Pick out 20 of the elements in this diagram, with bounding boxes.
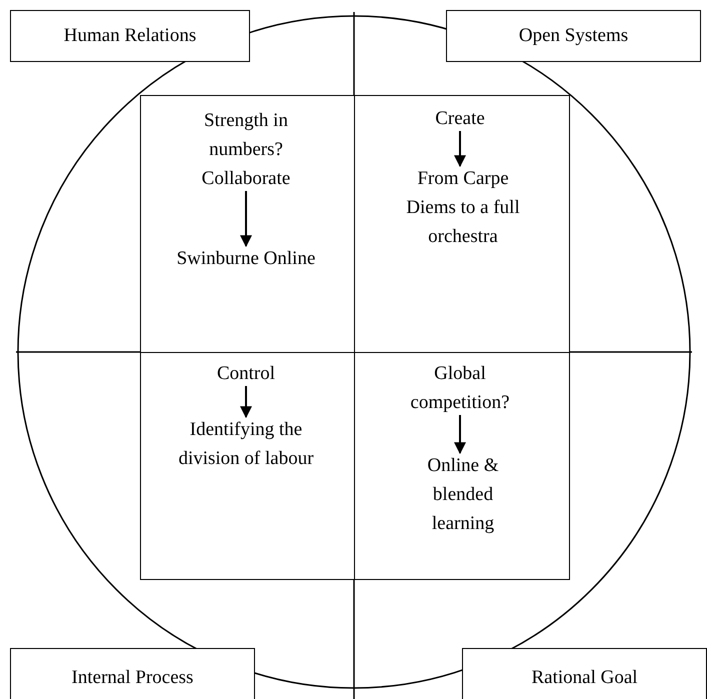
quadrant-label-box: Rational Goal [462, 648, 707, 699]
quadrant-label-box: Internal Process [10, 648, 255, 699]
arrow [240, 191, 252, 248]
arrow [454, 131, 466, 168]
quadrant-box [354, 352, 570, 580]
arrow [454, 415, 466, 454]
box-text: Swinburne Online [171, 244, 321, 273]
box-text: Control [171, 359, 321, 388]
box-text: Strength in numbers? Collaborate [171, 106, 321, 193]
quadrant-box [354, 95, 570, 353]
box-text: Global competition? [385, 359, 535, 417]
quadrant-box [140, 352, 355, 580]
box-text: Online & blended learning [408, 451, 518, 538]
quadrant-box [140, 95, 355, 353]
box-text: From Carpe Diems to a full orchestra [393, 164, 533, 251]
quadrant-label-box: Open Systems [446, 10, 701, 62]
box-text: Create [385, 104, 535, 133]
quadrant-label-box: Human Relations [10, 10, 250, 62]
arrow [240, 386, 252, 418]
box-text: Identifying the division of labour [171, 415, 321, 473]
